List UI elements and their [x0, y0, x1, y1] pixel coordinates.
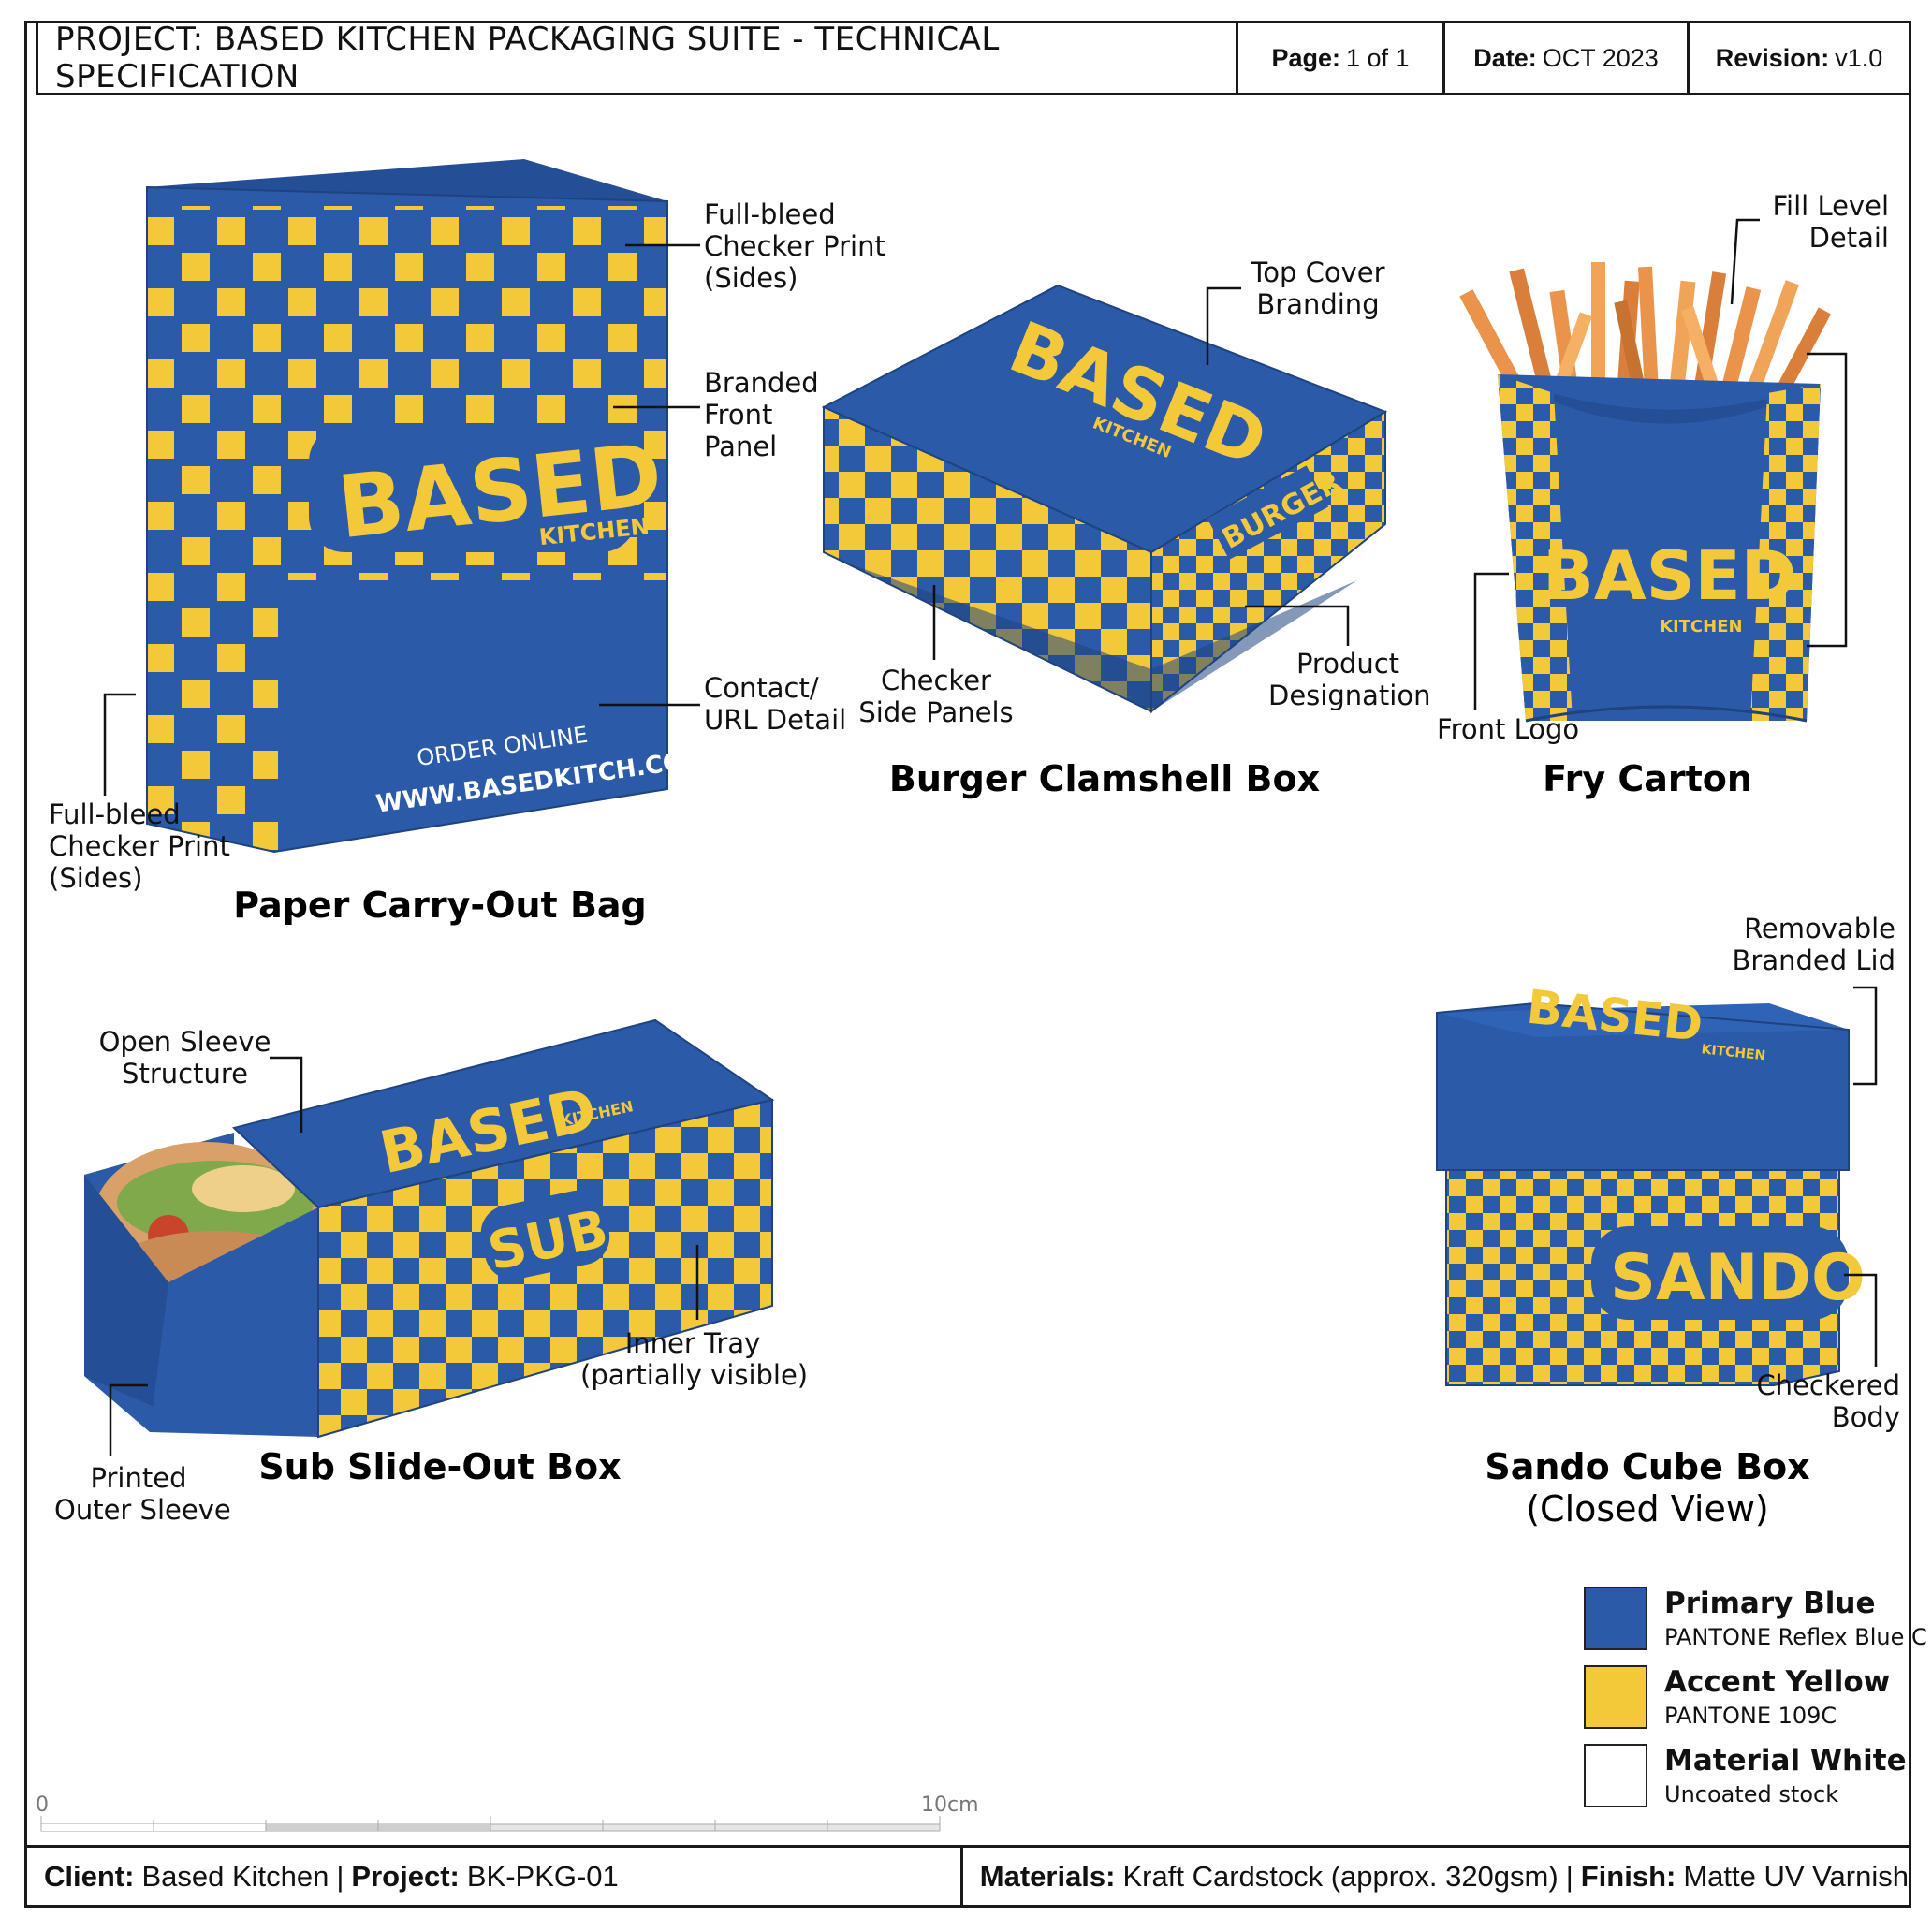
revision-cell: Revision: v1.0 — [1687, 23, 1909, 93]
scale-end-label: 10cm — [921, 1793, 979, 1817]
sando-box-illustration: SANDO BASED KITCHEN — [1436, 980, 1866, 1386]
title-fry-carton: Fry Carton — [1543, 758, 1752, 799]
date-value: OCT 2023 — [1542, 43, 1659, 72]
project-value: BK-PKG-01 — [466, 1859, 619, 1893]
finish-value: Matte UV Varnish — [1683, 1859, 1909, 1893]
sando-product-label: SANDO — [1610, 1241, 1866, 1315]
callout-fry-front-logo: Front Logo — [1437, 713, 1580, 745]
swatch-material-white — [1584, 1744, 1647, 1807]
title-paper-bag: Paper Carry-Out Bag — [233, 885, 647, 926]
scale-start-label: 0 — [36, 1793, 49, 1817]
callout-fry-fill-level: Fill Level Detail — [1772, 190, 1889, 254]
footer-materials-finish: Materials: Kraft Cardstock (approx. 320g… — [959, 1848, 1909, 1905]
burger-clamshell-illustration: BURGER BASED KITCHEN — [821, 284, 1388, 714]
project-label: Project: — [351, 1859, 460, 1893]
legend-item-material-white: Material White Uncoated stock — [1584, 1744, 1907, 1809]
fry-brand-sub: KITCHEN — [1660, 617, 1743, 637]
finish-label: Finish: — [1580, 1859, 1676, 1893]
materials-label: Materials: — [979, 1859, 1116, 1893]
title-sub-box: Sub Slide-Out Box — [258, 1446, 622, 1487]
callout-sub-inner-tray: Inner Tray (partially visible) — [580, 1327, 809, 1391]
callout-burger-product-designation: Product Designation — [1268, 648, 1431, 711]
callout-leader-lines — [103, 218, 1878, 1456]
page-label: Page: — [1271, 43, 1340, 72]
revision-value: v1.0 — [1835, 43, 1883, 72]
callout-bag-checker-sides-left: Full-bleed Checker Print (Sides) — [49, 798, 230, 894]
scale-bar — [40, 1816, 941, 1832]
callout-sando-body: Checkered Body — [1756, 1369, 1900, 1433]
client-value: Based Kitchen — [141, 1859, 329, 1893]
callout-bag-contact-url: Contact/ URL Detail — [704, 672, 847, 736]
page-value: 1 of 1 — [1345, 43, 1410, 72]
title-sando-box: Sando Cube Box — [1485, 1446, 1810, 1487]
sub-box-illustration: SUB BASED KITCHEN — [84, 1018, 775, 1439]
footer-separator: | — [336, 1859, 344, 1893]
date-label: Date: — [1473, 43, 1537, 72]
paper-bag-illustration: BASED KITCHEN ORDER ONLINE WWW.BASEDKITC… — [146, 159, 710, 854]
fry-brand: BASED — [1543, 536, 1796, 615]
callout-burger-checker-panels: Checker Side Panels — [858, 665, 1014, 728]
legend-item-accent-yellow: Accent Yellow PANTONE 109C — [1584, 1665, 1902, 1731]
materials-value: Kraft Cardstock (approx. 320gsm) — [1122, 1859, 1559, 1893]
callout-sando-lid: Removable Branded Lid — [1732, 913, 1895, 976]
title-block-footer: Client: Based Kitchen | Project: BK-PKG-… — [24, 1845, 1911, 1908]
legend-code: Uncoated stock — [1664, 1781, 1839, 1807]
fry-carton-illustration: BASED KITCHEN — [1459, 262, 1832, 723]
callout-bag-checker-sides-right: Full-bleed Checker Print (Sides) — [704, 198, 886, 294]
page-number-cell: Page: 1 of 1 — [1236, 23, 1442, 93]
callout-sub-open-sleeve: Open Sleeve Structure — [98, 1026, 271, 1090]
callout-sub-outer-sleeve: Printed Outer Sleeve — [54, 1462, 231, 1526]
date-cell: Date: OCT 2023 — [1442, 23, 1687, 93]
callout-bag-front-panel: Branded Front Panel — [704, 367, 819, 462]
swatch-primary-blue — [1584, 1587, 1647, 1650]
legend-name: Material White — [1664, 1744, 1907, 1778]
revision-label: Revision: — [1715, 43, 1830, 72]
legend-code: PANTONE 109C — [1664, 1703, 1837, 1729]
footer-separator: | — [1565, 1859, 1573, 1893]
title-burger-box: Burger Clamshell Box — [888, 758, 1321, 799]
legend-item-primary-blue: Primary Blue PANTONE Reflex Blue C — [1584, 1587, 1927, 1652]
title-block-header: PROJECT: BASED KITCHEN PACKAGING SUITE -… — [36, 21, 1911, 95]
legend-name: Primary Blue — [1664, 1587, 1876, 1620]
footer-client-project: Client: Based Kitchen | Project: BK-PKG-… — [27, 1848, 960, 1905]
subtitle-sando-box: (Closed View) — [1526, 1488, 1769, 1529]
legend-code: PANTONE Reflex Blue C — [1664, 1624, 1927, 1650]
sando-brand-sub: KITCHEN — [1701, 1042, 1766, 1063]
legend-name: Accent Yellow — [1664, 1665, 1891, 1699]
client-label: Client: — [44, 1859, 135, 1893]
swatch-accent-yellow — [1584, 1665, 1647, 1729]
callout-burger-top-cover: Top Cover Branding — [1251, 256, 1385, 320]
project-title: PROJECT: BASED KITCHEN PACKAGING SUITE -… — [55, 21, 1000, 95]
